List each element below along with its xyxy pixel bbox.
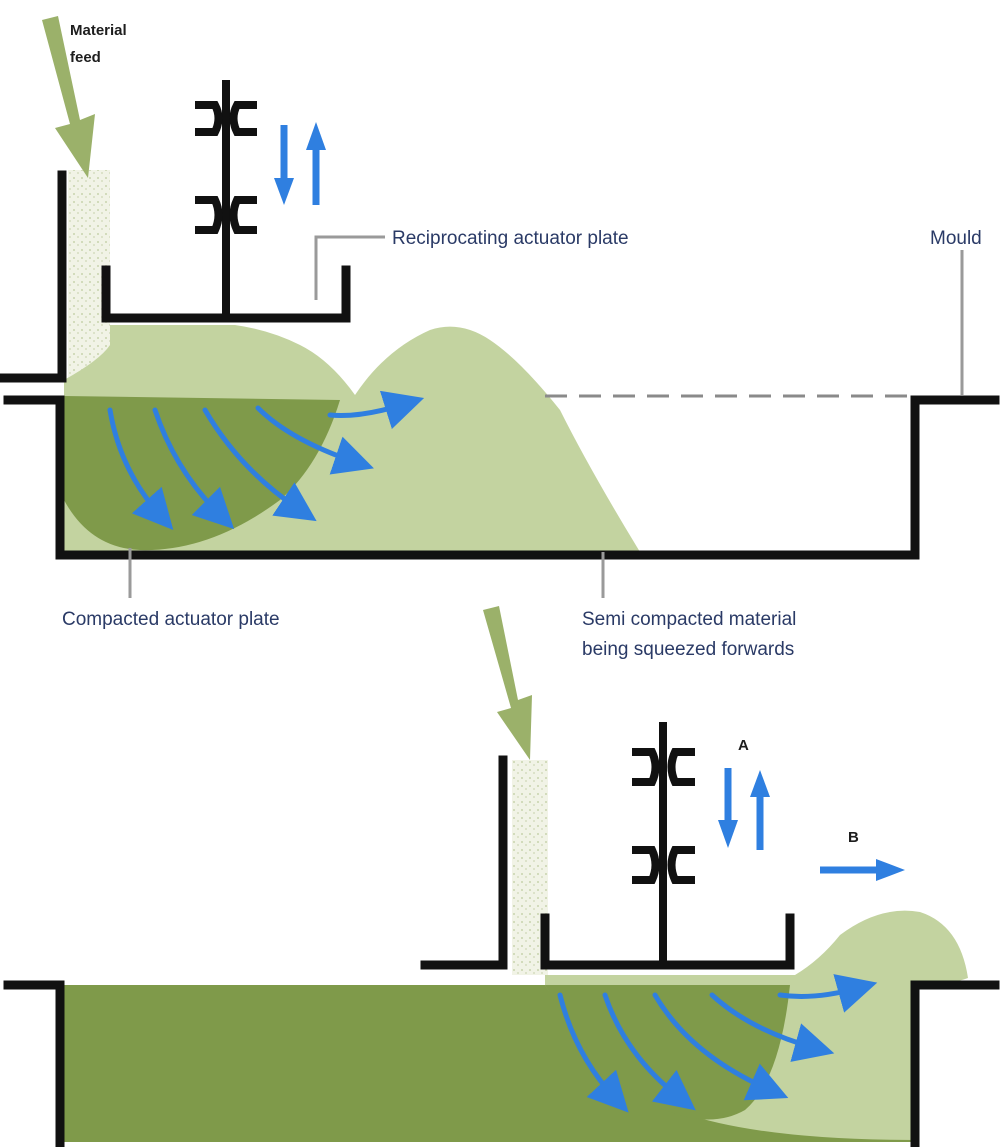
mould-outline-bottom (3, 980, 1000, 1147)
spring-icon (195, 101, 257, 234)
down-arrow-icon (483, 606, 532, 760)
top-panel: Material feed Reciprocating actuator pla… (0, 16, 1000, 660)
right-arrow-icon (820, 859, 905, 881)
label-mould: Mould (930, 228, 982, 249)
bottom-panel: A B (3, 606, 1000, 1147)
feed-wall-bottom (420, 755, 508, 970)
actuator-plate-bottom (540, 913, 795, 970)
flow-arrows-top (107, 390, 425, 530)
up-down-arrow-icon (274, 122, 326, 205)
label-semi-compacted-line2: being squeezed forwards (582, 639, 794, 660)
label-semi-compacted-line1: Semi compacted material (582, 609, 796, 630)
compacted-wedge-bottom (545, 985, 790, 1120)
down-arrow-icon (42, 16, 95, 178)
label-reciprocating-actuator-plate: Reciprocating actuator plate (392, 228, 629, 249)
mould-outline-top (3, 395, 1000, 560)
up-down-arrow-icon (718, 768, 770, 850)
flow-arrows-bottom (557, 974, 878, 1113)
spring-icon (632, 748, 695, 884)
marker-b: B (848, 829, 859, 846)
label-material-feed: Material (70, 22, 127, 39)
marker-a: A (738, 737, 749, 754)
label-material-feed-line2: feed (70, 49, 101, 66)
feed-hopper-wall (0, 170, 67, 383)
leader-reciprocating (314, 235, 385, 300)
label-compacted-actuator-plate: Compacted actuator plate (62, 609, 280, 630)
